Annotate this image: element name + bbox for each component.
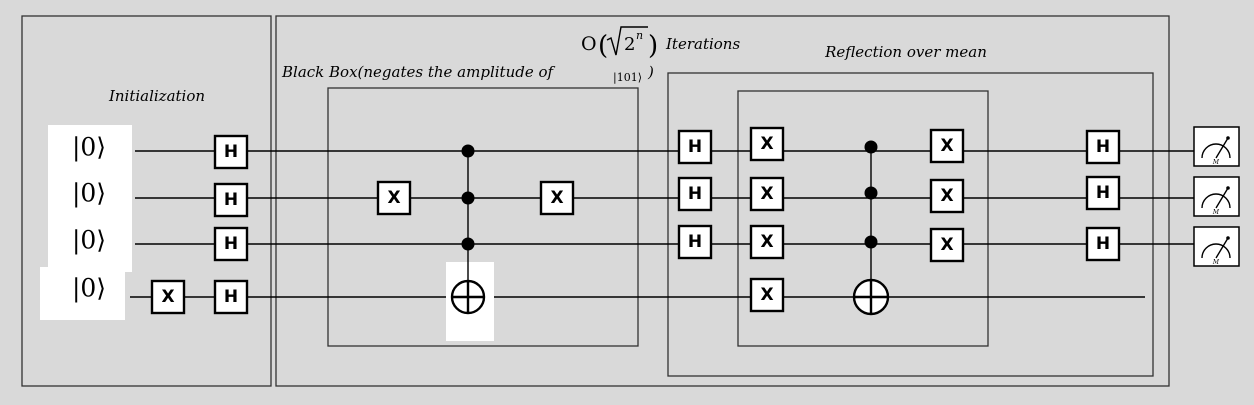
ket-panel-lower bbox=[40, 267, 125, 320]
diffusion-hadamard-gate-q2[interactable]: H bbox=[677, 176, 713, 212]
svg-text:M: M bbox=[1212, 259, 1220, 266]
diffusion-not-gate-q2-after[interactable]: X bbox=[929, 178, 965, 214]
iterations-sqrt-base: 2 bbox=[624, 34, 635, 55]
diffusion-not-gate-q2[interactable]: X bbox=[749, 176, 785, 212]
ket-qubit-4: |0⟩ bbox=[72, 274, 106, 304]
ket-qubit-1: |0⟩ bbox=[72, 133, 106, 163]
diffusion-hadamard-gate-q3[interactable]: H bbox=[677, 224, 713, 260]
iterations-close-paren: ) bbox=[648, 31, 658, 61]
measurement-meter-q1[interactable]: M bbox=[1193, 126, 1240, 167]
oracle-not-gate-left[interactable]: X bbox=[376, 180, 412, 216]
oracle-box bbox=[327, 87, 639, 347]
iterations-word: Iterations bbox=[665, 35, 740, 53]
diffusion-not-gate-q3-after[interactable]: X bbox=[929, 227, 965, 263]
oracle-title-text: Black Box(negates the amplitude of bbox=[281, 63, 556, 81]
diffusion-control-dot-1 bbox=[864, 140, 878, 154]
init-not-gate-q4[interactable]: X bbox=[150, 279, 186, 315]
init-hadamard-gate-q3[interactable]: H bbox=[213, 226, 249, 262]
sqrt-radical bbox=[606, 26, 648, 56]
iterations-label: O ( 2 n ) Iterations bbox=[581, 26, 740, 61]
svg-text:H: H bbox=[1096, 234, 1110, 254]
svg-text:H: H bbox=[224, 287, 238, 307]
diffusion-target-oplus bbox=[852, 278, 890, 316]
oracle-not-gate-right[interactable]: X bbox=[539, 180, 575, 216]
svg-text:X: X bbox=[760, 285, 773, 305]
diffusion-not-gate-q1-after[interactable]: X bbox=[929, 128, 965, 164]
svg-text:X: X bbox=[940, 136, 953, 156]
oracle-title: Black Box(negates the amplitude of |101⟩… bbox=[281, 63, 654, 85]
diffusion-hadamard-gate-q1-after[interactable]: H bbox=[1085, 129, 1121, 165]
diffusion-not-gate-q1[interactable]: X bbox=[749, 126, 785, 162]
oracle-control-dot-2 bbox=[461, 191, 475, 205]
diffusion-hadamard-gate-q3-after[interactable]: H bbox=[1085, 226, 1121, 262]
diffusion-not-gate-q4[interactable]: X bbox=[749, 277, 785, 313]
svg-text:H: H bbox=[224, 190, 238, 210]
diffusion-hadamard-gate-q2-after[interactable]: H bbox=[1085, 175, 1121, 211]
oracle-control-dot-1 bbox=[461, 144, 475, 158]
iterations-open-paren: ( bbox=[598, 31, 608, 61]
svg-text:X: X bbox=[940, 186, 953, 206]
init-hadamard-gate-q1[interactable]: H bbox=[213, 134, 249, 170]
measurement-meter-q3[interactable]: M bbox=[1193, 226, 1240, 267]
svg-text:X: X bbox=[940, 235, 953, 255]
svg-text:H: H bbox=[224, 142, 238, 162]
iterations-prefix: O bbox=[581, 33, 597, 55]
diffusion-not-gate-q3[interactable]: X bbox=[749, 224, 785, 260]
svg-text:X: X bbox=[161, 287, 174, 307]
svg-text:H: H bbox=[1096, 137, 1110, 157]
oracle-target-oplus bbox=[450, 279, 486, 315]
svg-text:X: X bbox=[550, 188, 563, 208]
svg-text:X: X bbox=[387, 188, 400, 208]
iterations-frame bbox=[275, 15, 1170, 387]
diffusion-hadamard-gate-q1[interactable]: H bbox=[677, 129, 713, 165]
svg-text:X: X bbox=[760, 232, 773, 252]
diffusion-control-dot-2 bbox=[864, 186, 878, 200]
svg-text:H: H bbox=[1096, 183, 1110, 203]
svg-text:X: X bbox=[760, 184, 773, 204]
iterations-sqrt-exponent: n bbox=[636, 29, 643, 42]
svg-text:X: X bbox=[760, 134, 773, 154]
ket-panel-upper bbox=[48, 125, 132, 272]
diffusion-control-dot-3 bbox=[864, 235, 878, 249]
svg-text:M: M bbox=[1212, 209, 1220, 216]
svg-text:H: H bbox=[224, 234, 238, 254]
svg-text:H: H bbox=[688, 232, 702, 252]
svg-text:M: M bbox=[1212, 159, 1220, 166]
svg-text:H: H bbox=[688, 137, 702, 157]
diffusion-title: Reflection over mean bbox=[824, 43, 987, 61]
diffusion-inner-box bbox=[737, 90, 989, 347]
oracle-title-end: ) bbox=[647, 63, 654, 81]
diffusion-outer-box bbox=[667, 72, 1154, 377]
ket-qubit-2: |0⟩ bbox=[72, 179, 106, 209]
svg-text:H: H bbox=[688, 184, 702, 204]
oracle-control-dot-3 bbox=[461, 237, 475, 251]
init-hadamard-gate-q4[interactable]: H bbox=[213, 279, 249, 315]
oracle-marked-state: |101⟩ bbox=[613, 71, 642, 85]
measurement-meter-q2[interactable]: M bbox=[1193, 176, 1240, 217]
init-hadamard-gate-q2[interactable]: H bbox=[213, 182, 249, 218]
ket-qubit-3: |0⟩ bbox=[72, 226, 106, 256]
initialization-title: Initialization bbox=[108, 87, 205, 105]
initialization-frame bbox=[21, 15, 272, 387]
